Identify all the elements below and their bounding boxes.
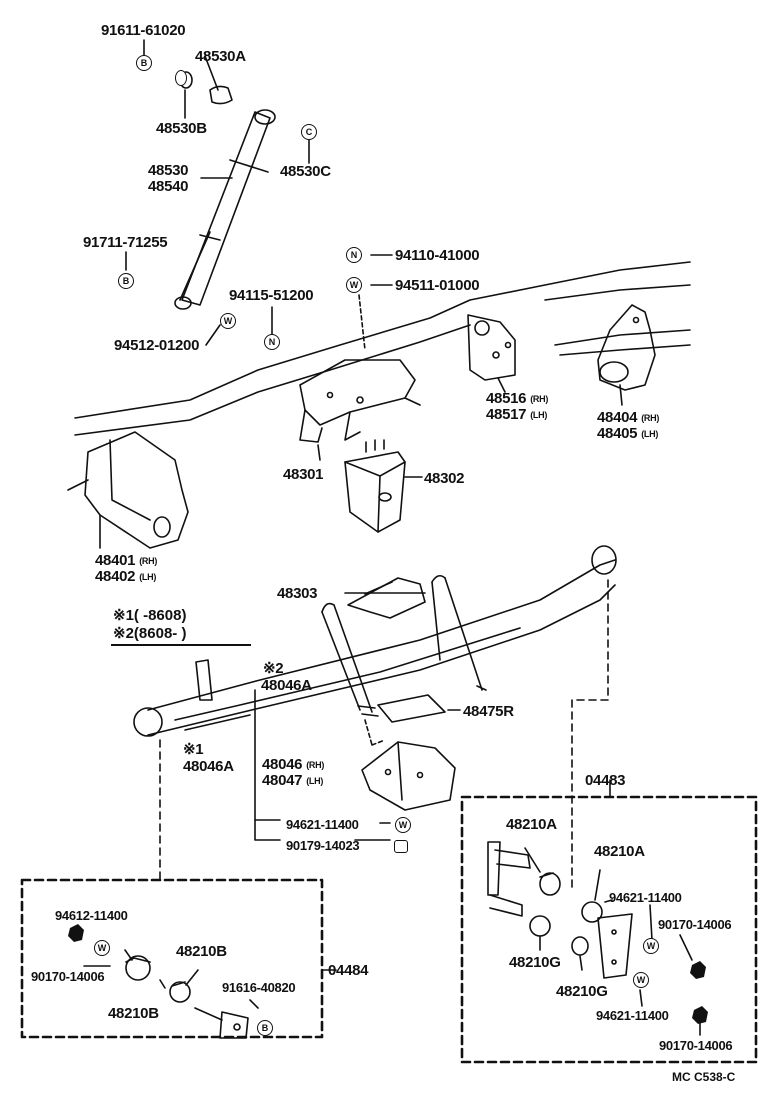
label-90170-14006-c: 90170-14006 bbox=[31, 969, 105, 984]
label-48516: 48516(RH) bbox=[486, 390, 549, 407]
shock-absorber bbox=[174, 109, 276, 310]
bracket-48302 bbox=[344, 439, 423, 533]
frame-rail bbox=[74, 261, 691, 419]
label-94512-01200: 94512-01200 bbox=[114, 337, 200, 354]
catalog-code: MC C538-C bbox=[672, 1070, 736, 1084]
hex-nut bbox=[692, 1006, 708, 1024]
label-48301: 48301 bbox=[283, 466, 324, 483]
label-48210a-1: 48210A bbox=[506, 816, 557, 833]
badge-w: W bbox=[633, 972, 649, 988]
label-48047: 48047(LH) bbox=[262, 772, 324, 789]
label-48046a-2: 48046A bbox=[261, 677, 312, 694]
bushing-48210b-inner bbox=[125, 955, 151, 981]
label-48540: 48540 bbox=[148, 178, 189, 195]
label-90170-14006-b: 90170-14006 bbox=[659, 1038, 733, 1053]
label-mark-2: ※2 bbox=[263, 660, 284, 677]
label-48302: 48302 bbox=[424, 470, 465, 487]
label-48405: 48405(LH) bbox=[597, 425, 659, 442]
label-48401: 48401(RH) bbox=[95, 552, 158, 569]
label-48210g-1: 48210G bbox=[509, 954, 561, 971]
label-48530: 48530 bbox=[148, 162, 189, 179]
label-91611-61020: 91611-61020 bbox=[101, 22, 186, 39]
kit-box-04484 bbox=[20, 878, 324, 1039]
shackle-pin bbox=[194, 1007, 249, 1039]
label-48303: 48303 bbox=[277, 585, 318, 602]
label-48530c: 48530C bbox=[280, 163, 331, 180]
label-48404: 48404(RH) bbox=[597, 409, 660, 426]
label-48530b: 48530B bbox=[156, 120, 207, 137]
label-mark-1: ※1 bbox=[183, 741, 204, 758]
label-48530a: 48530A bbox=[195, 48, 246, 65]
label-94621-11400-b: 94621-11400 bbox=[609, 890, 682, 905]
shackle-bracket-48404 bbox=[597, 304, 656, 406]
label-48210a-2: 48210A bbox=[594, 843, 645, 860]
badge-w: W bbox=[395, 817, 411, 833]
front-hanger-48401 bbox=[67, 431, 189, 549]
kit-box-04483 bbox=[460, 795, 758, 1064]
badge-w: W bbox=[643, 938, 659, 954]
plate-48475r bbox=[377, 694, 446, 723]
bushing-48210b-outer bbox=[169, 981, 191, 1003]
hex-nut bbox=[68, 924, 84, 942]
label-48475r: 48475R bbox=[463, 703, 514, 720]
label-48517: 48517(LH) bbox=[486, 406, 548, 423]
bracket-48301 bbox=[299, 359, 421, 461]
label-94511-01000: 94511-01000 bbox=[395, 277, 480, 294]
label-90179-14023: 90179-14023 bbox=[286, 838, 360, 853]
badge-n: N bbox=[346, 247, 362, 263]
label-48046: 48046(RH) bbox=[262, 756, 325, 773]
bushing-48530a bbox=[209, 85, 233, 105]
badge-b: B bbox=[136, 55, 152, 71]
label-48402: 48402(LH) bbox=[95, 568, 157, 585]
label-04483: 04483 bbox=[585, 772, 626, 789]
label-94115-51200: 94115-51200 bbox=[229, 287, 314, 304]
label-48210g-2: 48210G bbox=[556, 983, 608, 1000]
spring-seat-48303 bbox=[344, 577, 426, 619]
footnote-underline bbox=[111, 644, 251, 646]
u-bolts bbox=[321, 574, 487, 717]
label-94612-11400: 94612-11400 bbox=[55, 908, 128, 923]
badge-c: C bbox=[301, 124, 317, 140]
badge-w: W bbox=[220, 313, 236, 329]
label-90170-14006-a: 90170-14006 bbox=[658, 917, 732, 932]
lower-seat-48046 bbox=[361, 739, 456, 811]
badge-w: W bbox=[94, 940, 110, 956]
label-94110-41000: 94110-41000 bbox=[395, 247, 480, 264]
label-94621-11400-c: 94621-11400 bbox=[596, 1008, 669, 1023]
bushing-48210g-2 bbox=[571, 936, 589, 956]
badge-b: B bbox=[257, 1020, 273, 1036]
leaf-spring bbox=[133, 545, 617, 737]
label-04484: 04484 bbox=[328, 962, 369, 979]
frame-rail bbox=[559, 344, 691, 356]
bushing-48210a-1 bbox=[539, 872, 561, 896]
label-48210b-2: 48210B bbox=[108, 1005, 159, 1022]
bushing-48210g-1 bbox=[529, 915, 551, 937]
bracket-48516 bbox=[467, 314, 516, 393]
washer-48530b-icon bbox=[175, 70, 187, 86]
frame-rail bbox=[74, 324, 471, 436]
label-94621-11400-a: 94621-11400 bbox=[286, 817, 359, 832]
nut-icon bbox=[394, 840, 408, 853]
footnote-1: ※1( -8608) bbox=[113, 607, 187, 624]
bushing-48210a-2 bbox=[581, 901, 603, 923]
frame-rail bbox=[544, 284, 691, 301]
badge-w: W bbox=[346, 277, 362, 293]
badge-n: N bbox=[264, 334, 280, 350]
label-91616-40820: 91616-40820 bbox=[222, 980, 296, 995]
label-48210b-1: 48210B bbox=[176, 943, 227, 960]
hex-nut bbox=[690, 961, 706, 979]
label-48046a-1: 48046A bbox=[183, 758, 234, 775]
label-91711-71255: 91711-71255 bbox=[83, 234, 168, 251]
shackle-side-plate bbox=[597, 913, 633, 979]
footnote-2: ※2(8608- ) bbox=[113, 625, 187, 642]
shackle-link-plate bbox=[487, 841, 531, 917]
frame-rail bbox=[554, 329, 691, 346]
badge-b: B bbox=[118, 273, 134, 289]
